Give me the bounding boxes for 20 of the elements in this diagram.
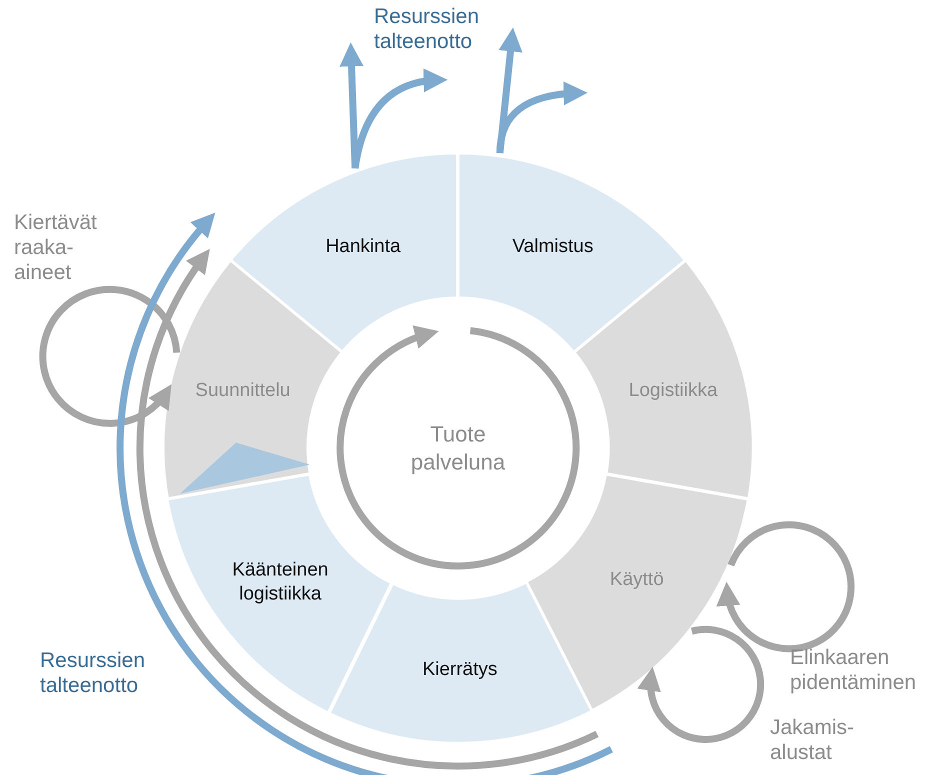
arrow [352, 69, 448, 169]
edge-label: Kiertävät raaka-aineet [14, 210, 98, 286]
segment-label: Käänteinen logistiikka [231, 558, 330, 606]
annotation-label: Resurssien talteenotto [374, 4, 480, 54]
loop-arrow [39, 286, 180, 427]
loop-arrow [336, 326, 580, 570]
loop-arrow [717, 521, 854, 652]
arrow [496, 27, 522, 154]
arrow [340, 42, 364, 168]
segment-label: Valmistus [511, 234, 594, 259]
segment-label: Hankinta [324, 234, 402, 259]
segment-label: Kierrätys [421, 658, 498, 682]
segment-label: Logistiikka [628, 379, 719, 404]
loop-arrow [638, 626, 764, 743]
center-label: Tuote palveluna [410, 420, 506, 476]
segment-label: Suunnittelu [194, 379, 292, 404]
segment-label: Käyttö [608, 568, 665, 592]
arrow [496, 82, 588, 154]
edge-label: Resurssien talteenotto [40, 648, 146, 698]
edge-label: Elinkaaren pidentäminen [790, 645, 918, 696]
